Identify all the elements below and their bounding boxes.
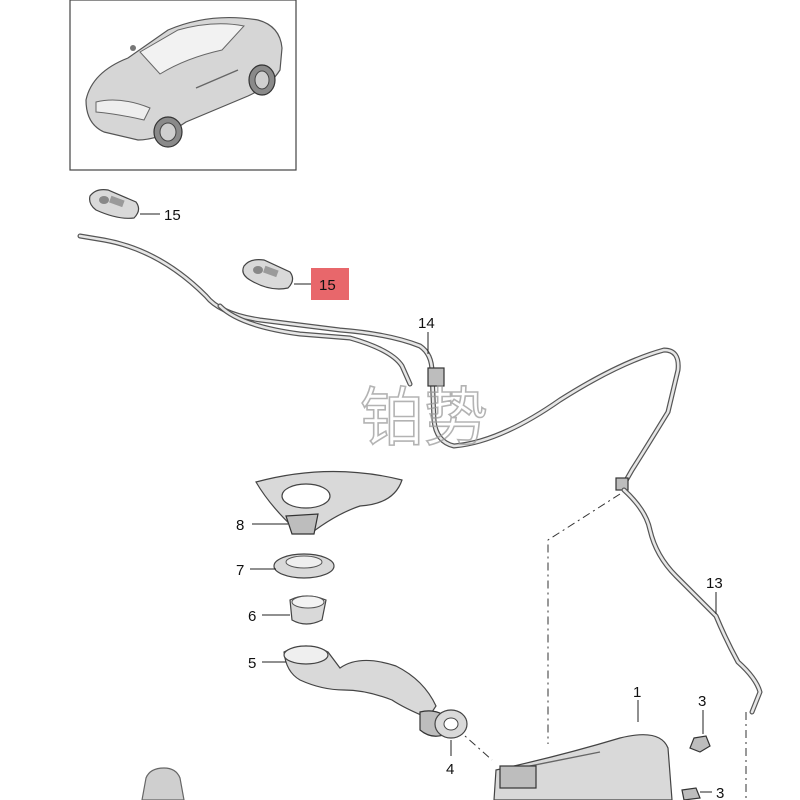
grommet-part-4[interactable] <box>434 709 468 739</box>
callout-15-highlight-box <box>311 268 349 300</box>
seal-part-7[interactable] <box>273 553 335 579</box>
assembly-line-left <box>547 493 621 744</box>
car-thumbnail <box>69 0 297 171</box>
callout-5[interactable]: 5 <box>248 655 256 672</box>
bracket-part-8[interactable] <box>255 470 403 535</box>
bottle-partial <box>141 767 185 800</box>
nut-part-3-lower[interactable] <box>681 787 701 800</box>
callout-6[interactable]: 6 <box>248 608 256 625</box>
reservoir-part-1[interactable] <box>493 734 673 800</box>
nozzle-part-15-middle[interactable] <box>242 259 294 290</box>
clamp-part-6[interactable] <box>289 595 327 625</box>
watermark-text: 铂势 <box>360 382 488 456</box>
callout-15-highlighted[interactable]: 15 <box>319 277 336 294</box>
washer-hose-13[interactable] <box>621 487 763 715</box>
nozzle-part-15-top[interactable] <box>89 189 140 219</box>
callout-3-upper[interactable]: 3 <box>698 693 706 710</box>
callout-7[interactable]: 7 <box>236 562 244 579</box>
callout-15-top[interactable]: 15 <box>164 207 181 224</box>
callout-1[interactable]: 1 <box>633 684 641 701</box>
callout-14[interactable]: 14 <box>418 315 435 332</box>
callout-4[interactable]: 4 <box>446 761 454 778</box>
callout-13[interactable]: 13 <box>706 575 723 592</box>
washer-hose-14[interactable] <box>77 233 681 491</box>
filler-neck-part-5[interactable] <box>283 645 449 737</box>
callout-3-lower[interactable]: 3 <box>716 785 724 800</box>
assembly-line-neck <box>455 727 493 761</box>
car-illustration-icon <box>85 16 283 148</box>
callout-8[interactable]: 8 <box>236 517 244 534</box>
nut-part-3-upper[interactable] <box>689 735 711 753</box>
